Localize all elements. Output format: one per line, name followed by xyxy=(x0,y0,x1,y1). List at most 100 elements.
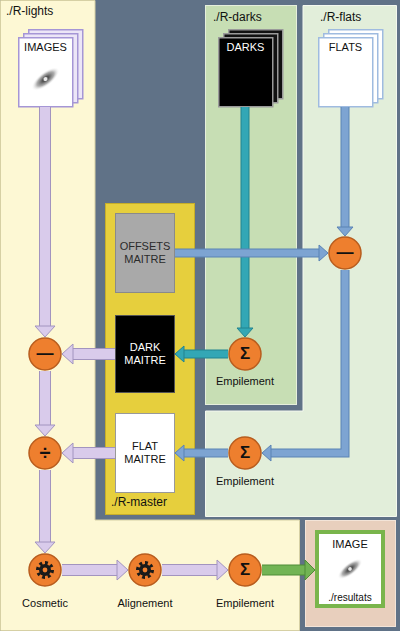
flow-arrow xyxy=(62,443,115,463)
arrow-head xyxy=(305,560,315,580)
circle-shape xyxy=(229,437,261,469)
arrow-shaft xyxy=(73,349,115,359)
gear-teeth xyxy=(138,563,152,577)
flow-arrow xyxy=(35,371,55,436)
operation-circle-outline xyxy=(28,553,62,587)
arrow-outline xyxy=(162,564,217,576)
image-stack-outline xyxy=(318,29,383,107)
flow-arrow xyxy=(162,560,228,580)
arrow-shaft xyxy=(262,566,305,575)
arrow-head xyxy=(117,560,128,580)
galaxy-core xyxy=(347,566,352,571)
operator-symbol: Σ xyxy=(240,443,250,463)
arrow-head xyxy=(35,542,55,553)
arrow-shaft xyxy=(40,371,50,425)
stack-label: DARKS xyxy=(218,41,273,54)
operation-circle: — xyxy=(328,236,362,270)
galaxy-disc xyxy=(28,63,63,95)
arrow-outline xyxy=(73,447,115,459)
master-box: OFFSETS MAITRE xyxy=(115,213,175,293)
arrow-outline xyxy=(341,107,350,227)
circle-shape xyxy=(129,554,161,586)
flow-arrow xyxy=(175,346,228,362)
flow-arrow xyxy=(175,245,328,261)
arrow-head xyxy=(217,560,228,580)
arrow-outline xyxy=(39,470,51,542)
arrow-outline xyxy=(262,565,305,576)
arrow-outline xyxy=(175,249,319,258)
image-stack: DARKS xyxy=(218,29,283,107)
operation-circle-outline xyxy=(128,553,162,587)
operation-circle: ΣEmpilement xyxy=(228,553,262,587)
master-box: FLAT MAITRE xyxy=(115,413,175,493)
master-label: FLAT MAITRE xyxy=(115,440,175,465)
flow-arrow xyxy=(35,107,55,337)
circle-shape xyxy=(229,554,261,586)
operation-circle: ΣEmpilement xyxy=(228,436,262,470)
master-box: DARK MAITRE xyxy=(115,315,175,393)
operation-circle: ΣEmpilement xyxy=(228,337,262,371)
gear-hole xyxy=(143,568,148,573)
step-label: Empilement xyxy=(205,475,285,488)
image-card xyxy=(19,38,73,107)
arrow-head xyxy=(62,443,73,463)
galaxy-picture xyxy=(28,63,63,95)
gear-teeth xyxy=(38,563,52,577)
galaxy-disc xyxy=(334,555,365,583)
gear-symbol xyxy=(38,563,52,577)
gear-body xyxy=(139,564,151,576)
arrow-shaft xyxy=(184,351,228,358)
gear-symbol xyxy=(138,563,152,577)
arrow-head xyxy=(337,227,353,236)
arrow-outline xyxy=(184,350,228,359)
arrow-head xyxy=(319,245,328,261)
arrow-shaft xyxy=(184,450,228,457)
arrow-outline xyxy=(39,371,51,425)
master-label: OFFSETS MAITRE xyxy=(115,240,175,265)
arrow-outline xyxy=(39,107,51,326)
circle-shape xyxy=(29,437,61,469)
arrow-outline xyxy=(184,449,228,458)
operator-symbol: — xyxy=(337,243,354,263)
step-label: Alignement xyxy=(105,597,185,610)
image-card xyxy=(319,38,373,107)
arrow-shaft xyxy=(175,250,319,257)
arrow-head xyxy=(262,445,271,461)
image-label: IMAGE xyxy=(315,538,385,551)
flow-arrow xyxy=(175,445,228,461)
flow-arrow xyxy=(337,107,353,236)
arrow-outline xyxy=(271,270,345,453)
galaxy-picture xyxy=(334,555,365,583)
operator-symbol: — xyxy=(37,344,54,364)
arrow-head xyxy=(35,425,55,436)
image-stack: FLATS xyxy=(318,29,383,107)
arrow-head xyxy=(237,328,253,337)
arrow-head xyxy=(175,445,184,461)
flow-arrow xyxy=(262,560,315,580)
arrow-shaft xyxy=(342,107,349,227)
operation-circle: ÷ xyxy=(28,436,62,470)
circle-shape xyxy=(229,338,261,370)
folder-label: ./resultats xyxy=(315,592,385,604)
operation-circle: Cosmetic xyxy=(28,553,62,587)
arrow-shaft xyxy=(271,270,345,453)
panel-shape xyxy=(1,1,300,631)
image-stack-outline xyxy=(18,29,83,107)
folder-label: ./R-master xyxy=(111,496,167,510)
step-label: Cosmetic xyxy=(5,597,85,610)
gear-hole xyxy=(43,568,48,573)
stack-label: FLATS xyxy=(318,41,373,54)
image-card xyxy=(219,38,273,107)
folder-label: ./R-lights xyxy=(6,5,53,19)
master-label: DARK MAITRE xyxy=(115,341,175,366)
flow-arrow xyxy=(262,270,345,461)
flow-arrow xyxy=(35,470,55,553)
folder-panel: ./R-darksDARKSΣEmpilement xyxy=(205,5,297,405)
galaxy-core xyxy=(43,76,49,82)
flow-arrow xyxy=(237,107,253,337)
panel-shape xyxy=(206,6,397,517)
circle-shape xyxy=(329,237,361,269)
circle-shape xyxy=(29,338,61,370)
